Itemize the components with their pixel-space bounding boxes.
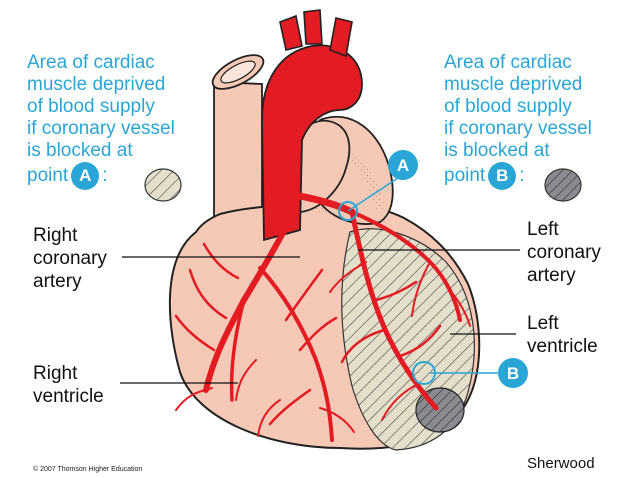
- caption-left-point-row: point A :: [27, 162, 175, 190]
- label-rv-line-2: ventricle: [33, 386, 104, 407]
- caption-right-line-4: if coronary vessel: [444, 118, 592, 139]
- caption-left-line-4: if coronary vessel: [27, 118, 175, 139]
- aortic-branch-1: [279, 14, 303, 51]
- label-lca-line-1: Left: [527, 219, 559, 240]
- caption-left-colon: :: [102, 165, 108, 186]
- aorta: [261, 44, 363, 242]
- caption-right: Area of cardiac muscle deprived of blood…: [444, 52, 592, 190]
- label-rca-line-1: Right: [33, 225, 78, 246]
- label-rv-line-1: Right: [33, 363, 78, 384]
- label-lca-line-2: coronary: [527, 242, 601, 263]
- label-left-ventricle: Left ventricle: [527, 312, 598, 358]
- leader-lines: [120, 249, 520, 384]
- marker-b-text: B: [507, 364, 519, 383]
- author-credit: Sherwood: [527, 455, 595, 472]
- marker-b: B: [412, 358, 528, 388]
- caption-right-line-1: Area of cardiac: [444, 52, 572, 73]
- caption-left-line-3: of blood supply: [27, 96, 155, 117]
- swatch-a: [144, 168, 182, 202]
- label-lca-line-3: artery: [527, 265, 576, 286]
- marker-a: A: [338, 150, 418, 221]
- caption-left-line-1: Area of cardiac: [27, 52, 155, 73]
- caption-left: Area of cardiac muscle deprived of blood…: [27, 52, 175, 190]
- label-lv-line-1: Left: [527, 313, 559, 334]
- caption-right-point-word: point: [444, 165, 486, 186]
- caption-left-point-word: point: [27, 165, 69, 186]
- aortic-branch-3: [329, 17, 353, 58]
- label-rca-line-3: artery: [33, 271, 82, 292]
- caption-left-line-2: muscle deprived: [27, 74, 166, 95]
- caption-left-line-5: is blocked at: [27, 140, 133, 161]
- caption-right-badge: B: [488, 162, 517, 190]
- caption-right-line-2: muscle deprived: [444, 74, 583, 95]
- label-lv-line-2: ventricle: [527, 336, 598, 357]
- copyright-text: © 2007 Thomson Higher Education: [33, 466, 143, 473]
- coronary-arteries: [174, 192, 471, 442]
- label-left-coronary-artery: Left coronary artery: [527, 218, 601, 287]
- caption-right-line-3: of blood supply: [444, 96, 572, 117]
- caption-right-colon: :: [519, 165, 525, 186]
- label-right-coronary-artery: Right coronary artery: [33, 224, 107, 293]
- marker-a-text: A: [397, 156, 409, 175]
- aortic-branch-2: [303, 9, 323, 45]
- caption-left-badge: A: [71, 162, 100, 190]
- label-rca-line-2: coronary: [33, 248, 107, 269]
- caption-right-line-5: is blocked at: [444, 140, 550, 161]
- swatch-b: [544, 168, 582, 202]
- label-right-ventricle: Right ventricle: [33, 362, 104, 408]
- caption-right-point-row: point B :: [444, 162, 592, 190]
